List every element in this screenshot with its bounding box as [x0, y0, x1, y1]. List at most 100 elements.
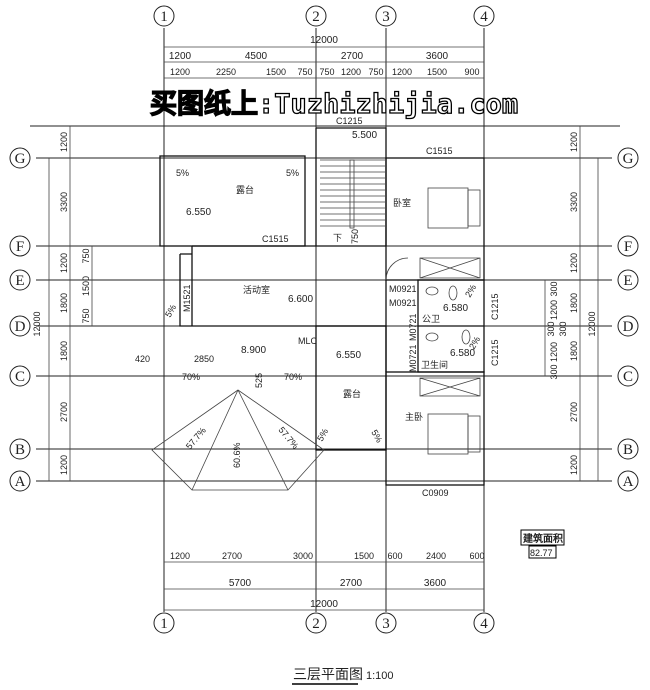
drawing-title: 三层平面图 1:100 [292, 666, 394, 685]
svg-text:F: F [624, 239, 632, 255]
svg-text:建筑面积: 建筑面积 [522, 532, 563, 545]
svg-text:M0721: M0721 [408, 313, 418, 341]
svg-text:1800: 1800 [59, 341, 69, 361]
svg-text:60.6%: 60.6% [232, 442, 242, 468]
sloped-roof [151, 389, 325, 491]
svg-text:4: 4 [480, 616, 488, 632]
svg-text:5700: 5700 [229, 578, 252, 589]
svg-text:3300: 3300 [59, 192, 69, 212]
svg-text:C: C [15, 369, 25, 385]
svg-text:B: B [15, 442, 25, 458]
room-activity: 活动室 [243, 284, 270, 295]
svg-text:1200: 1200 [169, 51, 192, 62]
svg-text:1800: 1800 [569, 293, 579, 313]
svg-text:6.580: 6.580 [450, 348, 475, 359]
top-dimensions: 12000 1200 4500 2700 3600 1200 2250 1500… [164, 35, 484, 79]
svg-text:750: 750 [350, 229, 360, 244]
room-terrace-2: 露台 [343, 388, 361, 399]
svg-text:2850: 2850 [194, 354, 214, 364]
svg-text:750: 750 [81, 308, 91, 323]
svg-text:C1215: C1215 [336, 116, 363, 126]
opening-labels: C1215 C1515 C1515 M1521 M0921 M0921 M072… [182, 116, 500, 498]
svg-text:57.7%: 57.7% [276, 425, 300, 451]
svg-text:600: 600 [469, 551, 484, 561]
svg-text:5%: 5% [369, 428, 384, 444]
svg-text:G: G [623, 151, 634, 167]
svg-text:1500: 1500 [266, 67, 286, 77]
svg-text:M0721: M0721 [408, 344, 418, 372]
axis-col-4: 44 [473, 5, 495, 634]
svg-text:A: A [15, 474, 26, 490]
room-bedroom: 卧室 [393, 197, 411, 208]
svg-text:1200: 1200 [341, 67, 361, 77]
axis-col-1: 11 [153, 5, 175, 634]
axis-col-2: 22 [305, 5, 327, 634]
svg-text:5%: 5% [286, 168, 299, 178]
room-bath: 卫生间 [421, 359, 448, 370]
svg-text:6.580: 6.580 [443, 303, 468, 314]
bottom-dimensions: 1200 2700 3000 1500 600 2400 600 5700 27… [164, 551, 485, 611]
svg-text:4: 4 [480, 9, 488, 25]
svg-text:2700: 2700 [341, 51, 364, 62]
svg-text:525: 525 [254, 373, 264, 388]
room-labels: 露台 卧室 活动室 公卫 卫生间 露台 主卧 [236, 184, 448, 422]
svg-text:6.600: 6.600 [288, 294, 313, 305]
svg-text:MLC: MLC [298, 336, 318, 346]
svg-text:70%: 70% [284, 372, 302, 382]
svg-text:5%: 5% [315, 427, 330, 443]
svg-text:70%: 70% [182, 372, 200, 382]
svg-text:2400: 2400 [426, 551, 446, 561]
svg-text:1800: 1800 [59, 293, 69, 313]
svg-text:G: G [15, 151, 26, 167]
svg-text:C: C [623, 369, 633, 385]
svg-text:57.7%: 57.7% [184, 425, 208, 451]
svg-text:2700: 2700 [340, 578, 363, 589]
svg-text:M0921: M0921 [389, 284, 417, 294]
svg-text:B: B [623, 442, 633, 458]
left-dimensions: 12000 1200 3300 1200 1800 1800 2700 1200… [32, 126, 93, 481]
right-dimensions: 12000 1200 3300 1200 1800 1800 2700 1200… [544, 126, 599, 481]
svg-text:3300: 3300 [569, 192, 579, 212]
room-terrace-1: 露台 [236, 184, 254, 195]
svg-text:12000: 12000 [310, 599, 338, 610]
svg-text:1: 1 [160, 9, 168, 25]
svg-text:D: D [15, 319, 26, 335]
area-box: 建筑面积 82.77 [520, 529, 565, 559]
svg-text:2700: 2700 [222, 551, 242, 561]
svg-text:5.500: 5.500 [352, 130, 377, 141]
svg-text:300: 300 [549, 364, 559, 379]
svg-text:2: 2 [312, 9, 320, 25]
axis-col-3: 33 [375, 5, 397, 634]
axis-rows-left: G F E D C B A [9, 147, 31, 492]
svg-text:1800: 1800 [569, 341, 579, 361]
svg-text:4500: 4500 [245, 51, 268, 62]
svg-text:300: 300 [546, 321, 556, 336]
svg-text:1200: 1200 [549, 342, 559, 362]
svg-text:1200: 1200 [170, 551, 190, 561]
svg-text:750: 750 [81, 248, 91, 263]
svg-text:F: F [16, 239, 24, 255]
svg-text:8.900: 8.900 [241, 345, 266, 356]
svg-text:A: A [623, 474, 634, 490]
room-public-bath: 公卫 [422, 314, 440, 324]
svg-text:750: 750 [319, 67, 334, 77]
svg-text:C1215: C1215 [490, 339, 500, 366]
svg-text:D: D [623, 319, 634, 335]
fixtures [385, 187, 481, 455]
svg-text:3: 3 [382, 616, 390, 632]
svg-text:E: E [623, 273, 632, 289]
svg-text:M0921: M0921 [389, 298, 417, 308]
svg-text:三层平面图: 三层平面图 [293, 666, 363, 682]
staircase: 下 [320, 159, 385, 243]
svg-text:2%: 2% [463, 283, 478, 299]
axis-bubbles: 11 22 33 44 G F E D C B A G F E D C B A [9, 5, 639, 634]
svg-text:3600: 3600 [424, 578, 447, 589]
walls [159, 127, 485, 486]
svg-text:2: 2 [312, 616, 320, 632]
svg-text:3: 3 [382, 9, 390, 25]
svg-text:1200: 1200 [59, 455, 69, 475]
svg-text:1200: 1200 [549, 300, 559, 320]
svg-text:C1215: C1215 [490, 293, 500, 320]
svg-text:1200: 1200 [59, 253, 69, 273]
